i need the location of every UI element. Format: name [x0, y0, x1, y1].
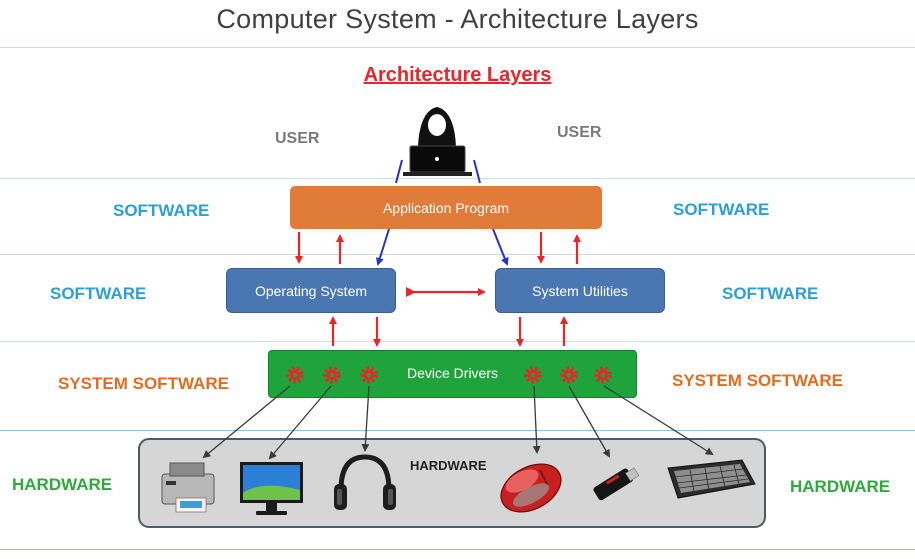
system-utilities-box: System Utilities	[495, 268, 665, 313]
printer-icon	[161, 462, 215, 513]
usb-drive-icon	[593, 467, 640, 501]
gear-icon	[524, 366, 542, 384]
hardware-label-right: HARDWARE	[790, 477, 891, 496]
hardware-panel-label: HARDWARE	[410, 458, 487, 473]
mouse-icon	[500, 463, 562, 513]
operating-system-box: Operating System	[226, 268, 396, 313]
keyboard-icon	[667, 459, 756, 499]
divider-line	[0, 549, 915, 550]
software-label-right: SOFTWARE	[673, 200, 770, 219]
diagram-heading: Architecture Layers	[363, 64, 552, 86]
gear-icon	[594, 366, 612, 384]
divider-line	[0, 254, 915, 255]
gear-icon	[560, 366, 578, 384]
page-title: Computer System - Architecture Layers	[216, 4, 699, 34]
software-label-left: SOFTWARE	[113, 201, 210, 220]
user-label-left: USER	[275, 130, 320, 147]
divider-line	[0, 430, 915, 431]
device-drivers-label: Device Drivers	[406, 365, 498, 381]
system-software-label-left: SYSTEM SOFTWARE	[58, 374, 229, 393]
divider-line	[0, 178, 915, 179]
app-os-arrows	[295, 232, 344, 264]
application-program-box: Application Program	[290, 186, 602, 229]
software-label-right: SOFTWARE	[722, 284, 819, 303]
divider-line	[0, 47, 915, 48]
driver-connectors	[202, 385, 714, 460]
gear-icon	[360, 366, 378, 384]
hardware-label-left: HARDWARE	[12, 475, 113, 494]
app-utilities-arrows	[537, 232, 581, 264]
user-to-utilities-arrow	[473, 159, 509, 266]
user-to-os-arrow	[375, 159, 403, 266]
user-laptop-icon	[403, 107, 472, 176]
user-label-right: USER	[557, 124, 602, 141]
software-label-left: SOFTWARE	[50, 284, 147, 303]
gear-icon	[323, 366, 341, 384]
divider-line	[0, 341, 915, 342]
gear-icon	[286, 366, 304, 384]
utilities-drivers-arrows	[516, 316, 568, 347]
os-drivers-arrows	[329, 316, 381, 347]
monitor-icon	[240, 462, 303, 515]
system-software-label-right: SYSTEM SOFTWARE	[672, 371, 843, 390]
headphones-icon	[334, 454, 396, 510]
